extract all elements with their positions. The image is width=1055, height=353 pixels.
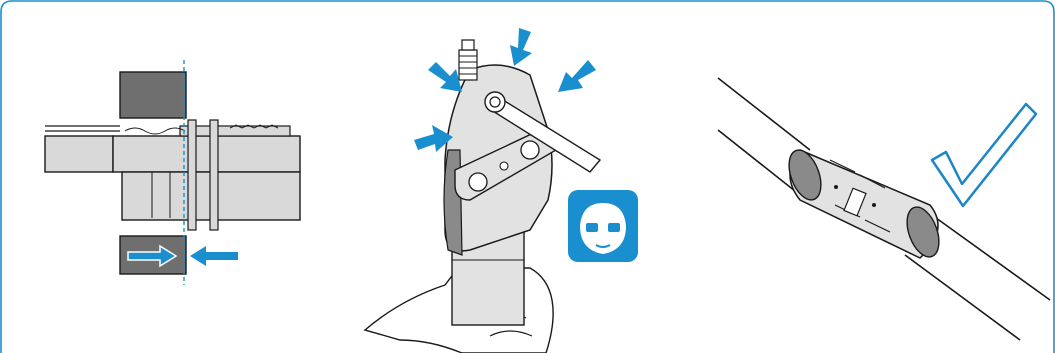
- pipe-fitting-icon: [113, 120, 300, 230]
- checkmark-icon: [932, 104, 1036, 206]
- panel-result: [718, 78, 1050, 340]
- upper-jaw-block: [120, 72, 186, 118]
- pipe-left: [45, 126, 120, 172]
- pressed-fitting-icon: [783, 146, 945, 261]
- arrow-left-icon: [190, 246, 238, 266]
- panel-pressing: [365, 28, 638, 353]
- safety-glasses-icon: [568, 190, 638, 262]
- panel-alignment: [45, 60, 300, 285]
